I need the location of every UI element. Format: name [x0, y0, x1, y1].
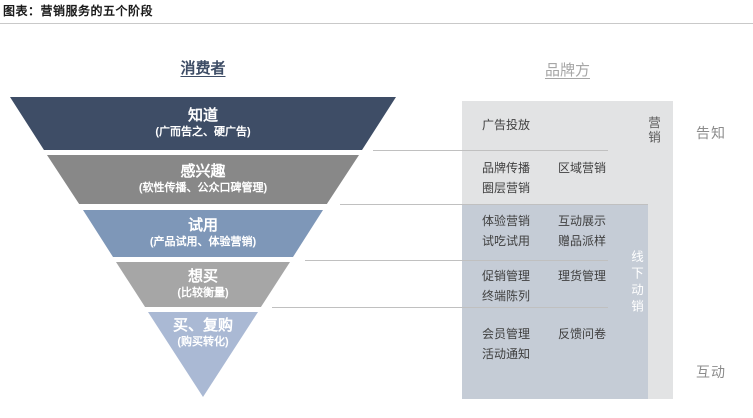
connector-line-2 — [340, 204, 648, 205]
funnel-level-name: 试用 — [187, 217, 218, 235]
consumer-column-header: 消费者 — [180, 60, 226, 77]
panel-item: 促销管理 — [482, 269, 531, 283]
funnel-level-name: 买、复购 — [172, 317, 233, 334]
panel-item: 会员管理 — [482, 327, 531, 341]
panel-item: 体验营销 — [482, 214, 531, 228]
page-title: 图表：营销服务的五个阶段 — [3, 4, 154, 18]
funnel-level-detail: (产品试用、体验营销) — [149, 236, 257, 248]
title-divider — [0, 23, 753, 24]
funnel-level-name: 感兴趣 — [180, 163, 226, 181]
funnel-level-detail: (购买转化) — [177, 335, 229, 348]
panel-item: 互动展示 — [558, 214, 607, 228]
panel-item: 理货管理 — [558, 269, 607, 283]
panel-row-trial: 体验营销 互动展示 试吃试用 赠品派样 — [482, 211, 638, 251]
connector-line-4 — [272, 307, 608, 308]
stage-label-inform: 告知 — [696, 125, 726, 141]
connector-line-1 — [373, 150, 608, 151]
panel-item: 赠品派样 — [558, 234, 607, 248]
funnel-level-trial: 试用 (产品试用、体验营销) — [83, 210, 323, 257]
funnel-level-detail: (软性传播、公众口碑管理) — [138, 182, 268, 194]
vertical-label-offline-sales: 线下动销 — [629, 250, 643, 316]
vertical-label-marketing: 营销 — [646, 116, 660, 145]
funnel-level-name: 想买 — [187, 268, 218, 286]
funnel-level-detail: (广而告之、硬广告) — [155, 126, 251, 138]
panel-item: 品牌传播 — [482, 161, 531, 175]
panel-item: 活动通知 — [482, 347, 531, 361]
offline-sales-panel — [462, 205, 648, 399]
funnel-level-know: 知道 (广而告之、硬广告) — [10, 97, 396, 150]
panel-row-interested: 品牌传播 区域营销 圈层营销 — [482, 158, 638, 198]
panel-item: 区域营销 — [558, 161, 607, 175]
panel-row-buy-repurchase: 会员管理 反馈问卷 活动通知 — [482, 324, 638, 364]
panel-item: 广告投放 — [482, 118, 531, 132]
panel-row-know: 广告投放 — [482, 115, 638, 135]
panel-item: 终端陈列 — [482, 289, 531, 303]
funnel-level-detail: (比较衡量) — [177, 287, 229, 299]
funnel-level-buy-repurchase: 买、复购 (购买转化) — [148, 312, 258, 397]
funnel-level-interested: 感兴趣 (软性传播、公众口碑管理) — [47, 155, 359, 204]
stage-label-interact: 互动 — [696, 364, 726, 380]
panel-item: 圈层营销 — [482, 181, 531, 195]
panel-item: 反馈问卷 — [558, 327, 607, 341]
connector-line-3 — [305, 260, 608, 261]
brand-column-header: 品牌方 — [544, 62, 590, 79]
funnel-level-want-to-buy: 想买 (比较衡量) — [116, 262, 290, 307]
panel-row-want-to-buy: 促销管理 理货管理 终端陈列 — [482, 266, 638, 306]
panel-item: 试吃试用 — [482, 234, 531, 248]
funnel-level-name: 知道 — [187, 107, 218, 125]
